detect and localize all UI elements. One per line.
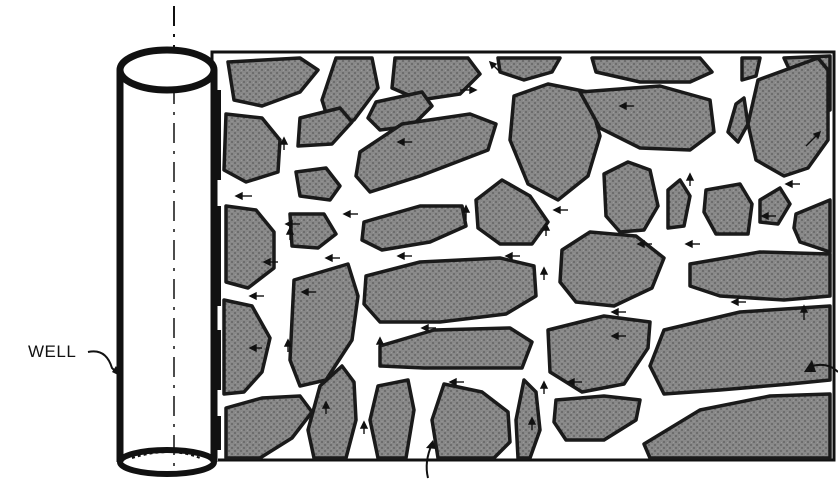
rock-grain [370, 380, 414, 458]
well-label: WELL [28, 342, 76, 362]
well-top-opening [120, 50, 214, 90]
casing-section [214, 416, 221, 450]
rock-grain [604, 162, 658, 232]
casing-section [214, 206, 221, 306]
casing-section [214, 90, 221, 180]
rock-grain [690, 252, 830, 300]
rock-grain [742, 58, 760, 80]
rock-grain [704, 184, 752, 234]
wellbore [118, 6, 221, 476]
casing-section [214, 330, 221, 390]
